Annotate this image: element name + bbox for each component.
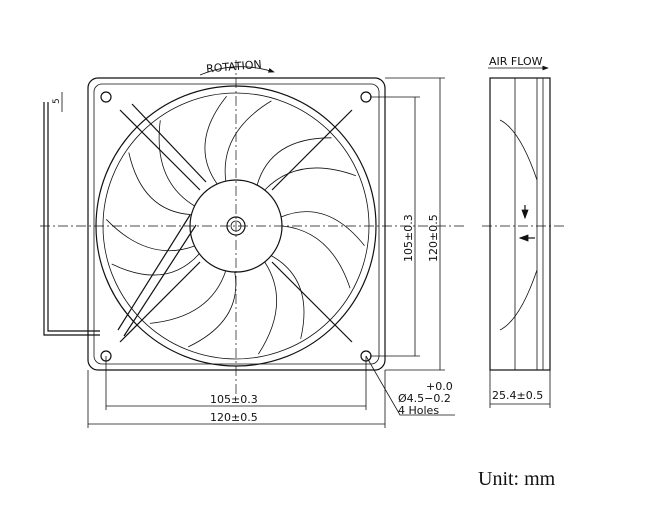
wire-dim-label: 5 (52, 98, 62, 104)
fan-blade (271, 225, 351, 339)
hole-pitch-horizontal: 105±0.3 (210, 393, 258, 406)
frame-width: 120±0.5 (210, 411, 258, 424)
front-view: ROTATION 5 (40, 58, 465, 395)
fan-blade (188, 261, 278, 355)
unit-label: Unit: mm (478, 468, 556, 490)
fan-blade (224, 100, 332, 186)
side-view: AIR FLOW 25.4±0.5 (482, 55, 565, 408)
hole-tol-upper: +0.0 (426, 380, 453, 393)
thickness-label: 25.4±0.5 (492, 389, 543, 402)
wire-channel (117, 214, 197, 337)
fan-blade (105, 152, 195, 252)
rotation-label: ROTATION (206, 58, 263, 76)
dimensions: 105±0.3 120±0.5 105±0.3 120±0.5 +0.0 Ø4.… (87, 77, 455, 428)
wires (43, 102, 100, 336)
fan-blade (158, 96, 227, 207)
hole-count: 4 Holes (398, 404, 439, 417)
frame-height: 120±0.5 (427, 214, 440, 262)
rotation-arrow (199, 66, 275, 76)
air-flow-label: AIR FLOW (489, 55, 543, 68)
fan-blade (111, 253, 227, 324)
hole-pitch-vertical: 105±0.3 (402, 214, 415, 262)
hole-diameter: Ø4.5−0.2 (398, 392, 451, 405)
fan-blade (264, 167, 365, 246)
